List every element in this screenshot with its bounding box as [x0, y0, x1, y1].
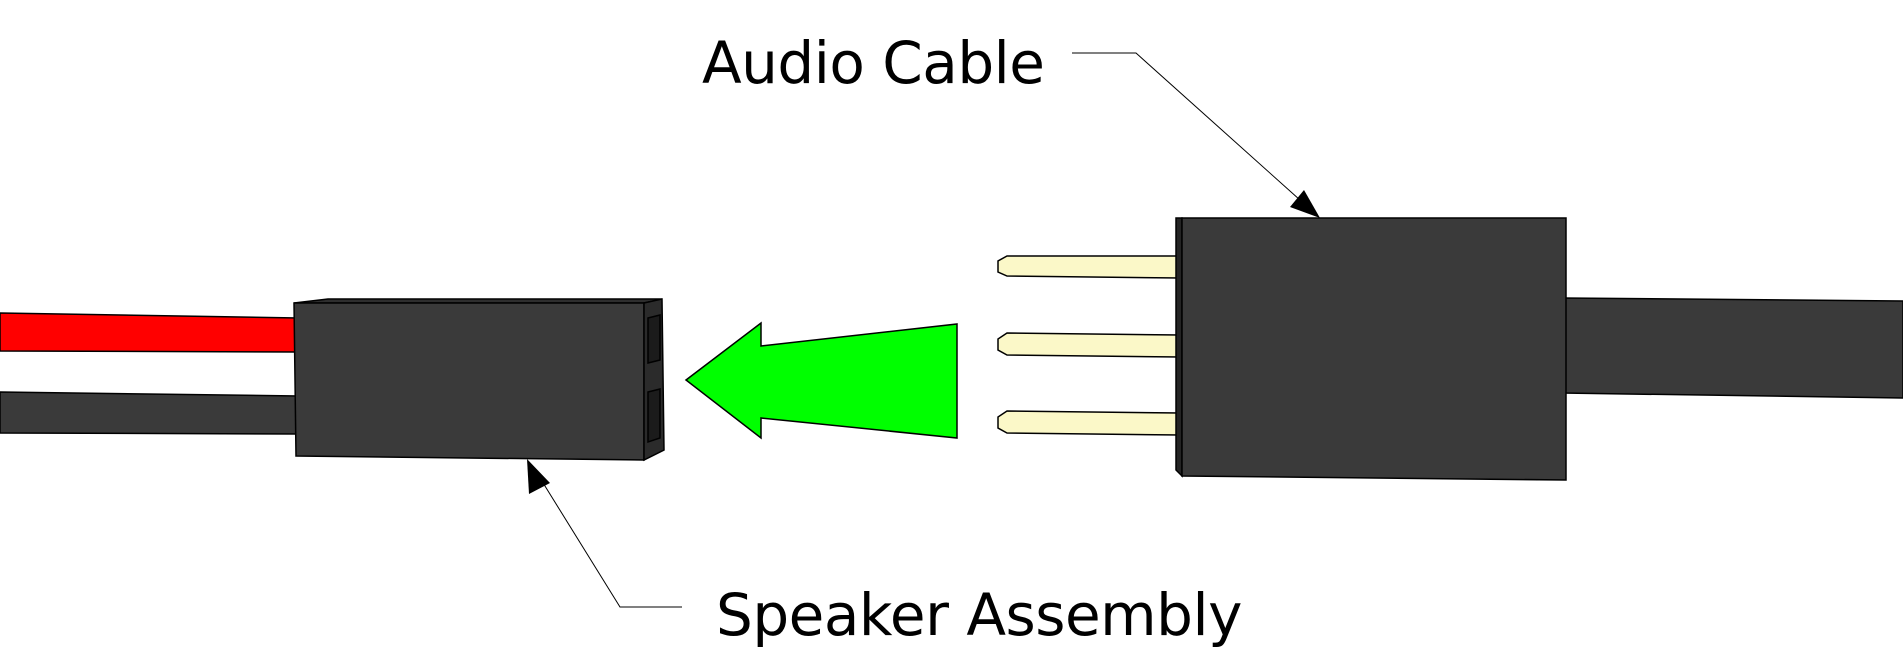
pin-3 [997, 410, 1181, 436]
socket-hole-bottom [647, 388, 661, 444]
audio-cable-label: Audio Cable [702, 29, 1045, 97]
audio-cable-leader-arrowhead [1290, 190, 1320, 218]
audio-cable-jacket [1561, 297, 1903, 399]
audio-connector-pins [997, 255, 1181, 436]
black-wire [0, 391, 299, 435]
audio-connector [1175, 217, 1567, 481]
audio-connector-front-face [1181, 217, 1567, 481]
speaker-wires [0, 312, 299, 435]
red-wire [0, 312, 299, 353]
socket-hole-top [647, 314, 661, 364]
audio-connector-side-face [1175, 217, 1183, 478]
pin-2 [997, 332, 1181, 358]
pin-1 [997, 255, 1181, 279]
audio-cable-leader [1072, 52, 1320, 218]
speaker-assembly-leader [527, 459, 682, 608]
speaker-connector-front-face [293, 302, 645, 461]
speaker-connector [293, 298, 665, 462]
speaker-assembly-label: Speaker Assembly [716, 581, 1242, 649]
speaker-assembly-leader-arrowhead [527, 459, 550, 494]
insert-direction-arrow-icon [684, 321, 958, 440]
